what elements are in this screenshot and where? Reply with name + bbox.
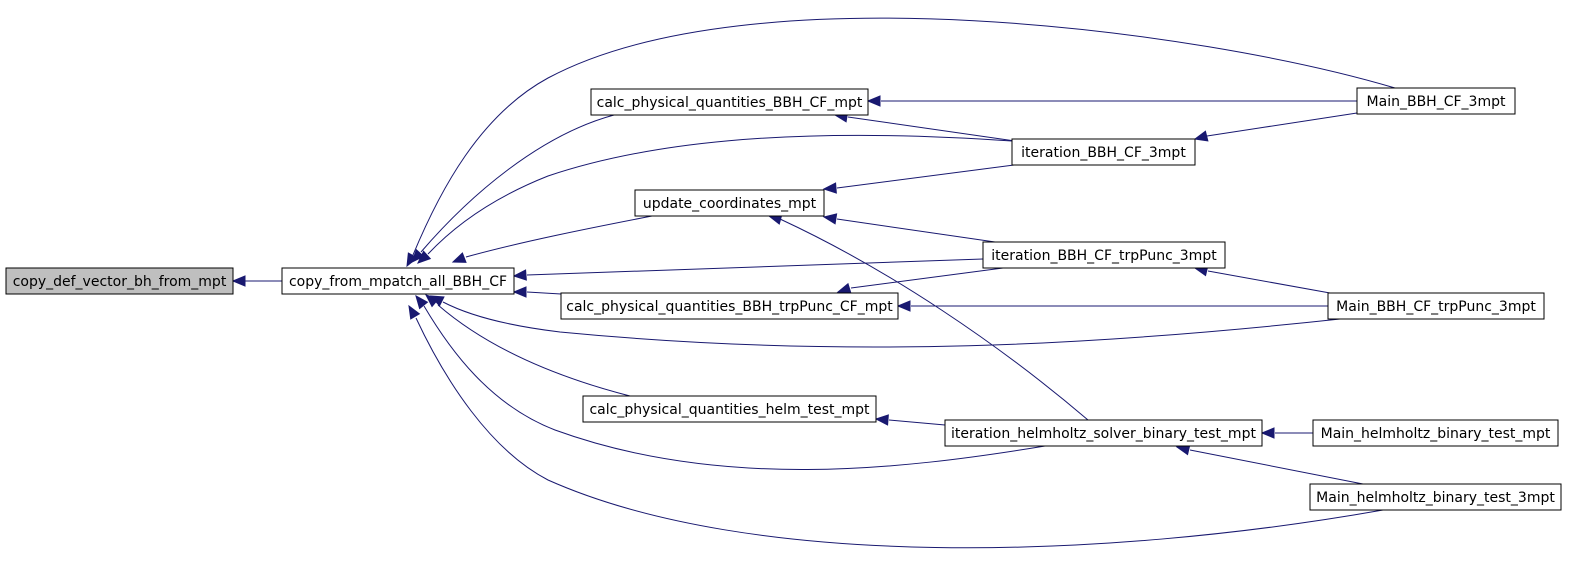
- arrowhead-icon: [866, 95, 881, 107]
- node-label: Main_BBH_CF_trpPunc_3mpt: [1336, 299, 1536, 315]
- arrowhead-icon: [512, 286, 527, 298]
- node-calc-physical-quantities-bbh-cf-mpt[interactable]: calc_physical_quantities_BBH_CF_mpt: [590, 88, 869, 116]
- node-box[interactable]: [590, 88, 869, 116]
- arrowhead-icon: [231, 275, 246, 287]
- nodes-layer: copy_def_vector_bh_from_mpt copy_from_mpa…: [5, 87, 1562, 511]
- edge-line: [423, 305, 1046, 471]
- edge-line: [836, 218, 996, 243]
- edge-line: [526, 258, 984, 276]
- node-box[interactable]: [982, 241, 1226, 269]
- edge-line: [427, 134, 1013, 255]
- edge-n7-to-n4: [836, 267, 1004, 294]
- node-iteration-bbh-cf-trppunc-3mpt[interactable]: iteration_BBH_CF_trpPunc_3mpt: [982, 241, 1226, 269]
- edge-line: [1206, 112, 1358, 137]
- edge-line: [847, 116, 1016, 142]
- edge-n8-to-n5: [874, 414, 946, 426]
- arrowhead-icon: [1193, 130, 1209, 142]
- edge-n4-to-n1: [512, 286, 562, 298]
- node-label: update_coordinates_mpt: [643, 196, 817, 212]
- edge-n10-to-n1: [429, 295, 1341, 348]
- node-box[interactable]: [1327, 292, 1545, 320]
- edge-line: [415, 317, 1384, 549]
- node-label: Main_helmholtz_binary_test_3mpt: [1316, 490, 1555, 506]
- node-box[interactable]: [1011, 138, 1196, 166]
- node-copy-from-mpatch-all-bbh-cf[interactable]: copy_from_mpatch_all_BBH_CF: [281, 267, 515, 295]
- edge-n9-to-n1: [406, 17, 1396, 268]
- node-box[interactable]: [1312, 419, 1559, 447]
- node-calc-physical-quantities-helm-test-mpt[interactable]: calc_physical_quantities_helm_test_mpt: [582, 395, 877, 423]
- node-box[interactable]: [582, 395, 877, 423]
- node-label: iteration_BBH_CF_3mpt: [1021, 145, 1186, 161]
- arrowhead-icon: [451, 252, 467, 263]
- edge-n6-to-n3: [822, 164, 1015, 194]
- edge-line: [1189, 449, 1364, 485]
- arrowhead-icon: [1260, 427, 1275, 439]
- node-calc-physical-quantities-bbh-trppunc-cf-mpt[interactable]: calc_physical_quantities_BBH_trpPunc_CF_…: [560, 292, 899, 320]
- node-box[interactable]: [5, 267, 234, 295]
- node-box[interactable]: [944, 419, 1263, 447]
- edge-n6-to-n1: [417, 134, 1013, 264]
- edge-line: [465, 215, 653, 258]
- node-iteration-bbh-cf-3mpt[interactable]: iteration_BBH_CF_3mpt: [1011, 138, 1196, 166]
- node-main-helmholtz-binary-test-3mpt[interactable]: Main_helmholtz_binary_test_3mpt: [1309, 483, 1562, 511]
- node-update-coordinates-mpt[interactable]: update_coordinates_mpt: [634, 189, 825, 217]
- edge-n7-to-n3: [822, 213, 996, 243]
- node-main-bbh-cf-trppunc-3mpt[interactable]: Main_BBH_CF_trpPunc_3mpt: [1327, 292, 1545, 320]
- node-label: calc_physical_quantities_helm_test_mpt: [589, 402, 870, 418]
- node-label: copy_def_vector_bh_from_mpt: [13, 274, 227, 290]
- node-label: calc_physical_quantities_BBH_CF_mpt: [597, 95, 863, 111]
- node-label: copy_from_mpatch_all_BBH_CF: [289, 274, 507, 290]
- arrowhead-icon: [429, 295, 445, 307]
- node-label: calc_physical_quantities_BBH_trpPunc_CF_…: [566, 299, 893, 315]
- arrowhead-icon: [896, 300, 911, 312]
- node-iteration-helmholtz-solver-binary-test-mpt[interactable]: iteration_helmholtz_solver_binary_test_m…: [944, 419, 1263, 447]
- edge-n12-to-n1: [408, 304, 1384, 549]
- edge-line: [888, 419, 946, 426]
- node-box[interactable]: [281, 267, 515, 295]
- arrowhead-icon: [822, 182, 837, 194]
- arrowhead-icon: [836, 282, 852, 294]
- edge-line: [779, 218, 1089, 421]
- edge-n3-to-n1: [451, 215, 653, 263]
- edge-n11-to-n8: [1260, 427, 1313, 439]
- edge-n9-to-n6: [1193, 112, 1358, 142]
- edge-n7-to-n1: [512, 258, 984, 281]
- node-copy-def-vector-bh-from-mpt[interactable]: copy_def_vector_bh_from_mpt: [5, 267, 234, 295]
- arrowhead-icon: [512, 269, 527, 281]
- edge-line: [1207, 270, 1331, 294]
- edge-line: [420, 114, 615, 253]
- node-box[interactable]: [560, 292, 899, 320]
- edge-line: [850, 267, 1004, 289]
- node-label: iteration_helmholtz_solver_binary_test_m…: [951, 426, 1256, 442]
- edge-n9-to-n2: [866, 95, 1357, 107]
- edge-line: [437, 304, 631, 397]
- node-main-helmholtz-binary-test-mpt[interactable]: Main_helmholtz_binary_test_mpt: [1312, 419, 1559, 447]
- edge-line: [836, 164, 1015, 189]
- edge-n8-to-n1: [415, 294, 1046, 471]
- edge-line: [526, 291, 562, 295]
- edge-line: [442, 301, 1341, 348]
- edge-n1-to-n0: [231, 275, 282, 287]
- edge-line: [412, 17, 1396, 256]
- node-label: Main_BBH_CF_3mpt: [1367, 94, 1506, 110]
- node-box[interactable]: [634, 189, 825, 217]
- arrowhead-icon: [415, 294, 429, 310]
- node-box[interactable]: [1356, 87, 1516, 115]
- edge-n10-to-n4: [896, 300, 1328, 312]
- arrowhead-icon: [417, 250, 432, 264]
- arrowhead-icon: [406, 252, 419, 268]
- node-label: Main_helmholtz_binary_test_mpt: [1321, 426, 1551, 442]
- arrowhead-icon: [874, 414, 889, 426]
- node-label: iteration_BBH_CF_trpPunc_3mpt: [991, 248, 1217, 264]
- arrowhead-icon: [408, 304, 421, 320]
- arrowhead-icon: [822, 213, 838, 225]
- node-box[interactable]: [1309, 483, 1562, 511]
- edge-n12-to-n8: [1175, 444, 1364, 485]
- edge-n10-to-n7: [1193, 265, 1331, 294]
- node-main-bbh-cf-3mpt[interactable]: Main_BBH_CF_3mpt: [1356, 87, 1516, 115]
